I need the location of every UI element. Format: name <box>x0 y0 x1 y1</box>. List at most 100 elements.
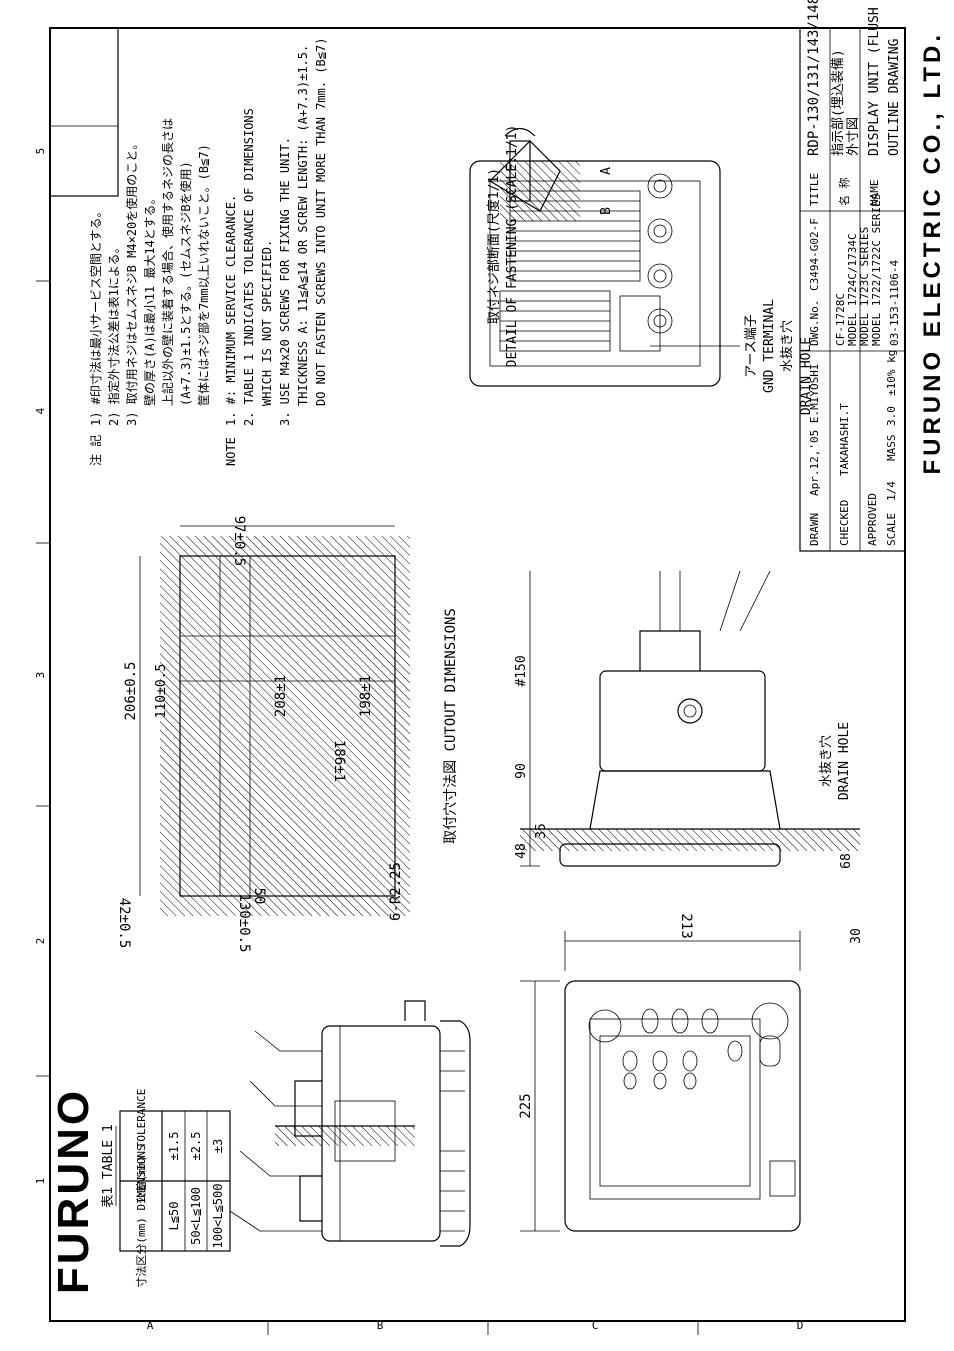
rear-view: アース端子 GND TERMINAL 水抜き穴 DRAIN HOLE <box>469 160 814 415</box>
name-label: NAME <box>868 180 881 207</box>
note-jp-line: (A+7.3)±1.5とする。(セムスネジBを使用) <box>178 161 193 406</box>
dim-110: 110±0.5 <box>154 664 169 719</box>
notes: 注 記 1) #印寸法は最小サービス空間とする。 2) 指定外寸法公差は表1によ… <box>88 38 328 466</box>
dim-198: 198±1 <box>358 675 374 717</box>
rear-drain-jp: 水抜き穴 <box>779 320 795 372</box>
fastening-label-b: B <box>599 207 614 215</box>
name-en-line2: OUTLINE DRAWING <box>887 38 902 156</box>
notes-jp-label: 注 記 <box>88 435 103 466</box>
cutout-caption: 取付穴寸法図 CUTOUT DIMENSIONS <box>443 608 459 844</box>
scale-label: SCALE <box>885 513 898 546</box>
notes-en-label: NOTE <box>224 437 238 466</box>
zone-col-4: 4 <box>34 407 47 414</box>
furuno-logo: FURUNO <box>49 1088 98 1294</box>
mass-unit: ±10% kg <box>885 350 898 396</box>
note-en-line: WHICH IS NOT SPECIFIED. <box>260 240 274 406</box>
fastening-detail: A B 取付ネジ部断面(尺度1/1) DETAIL OF FASTENING (… <box>486 125 614 368</box>
side-dim-90: 90 <box>514 763 529 779</box>
fastening-caption-en: DETAIL OF FASTENING (SCALE:1/1) <box>505 125 520 368</box>
zone-row-b: B <box>377 1319 384 1332</box>
cutout-view: 206±0.5 110±0.5 208±1 198±1 186±1 97±0.5… <box>116 516 459 953</box>
note-jp-line: 上記以外の壁に装着する場合、使用するネジの長さは <box>160 118 175 406</box>
side-drain-jp: 水抜き穴 <box>818 735 834 787</box>
dim-radius: 6-R2.25 <box>388 862 404 921</box>
zone-col-2: 2 <box>34 938 47 945</box>
zone-col-1: 1 <box>34 1178 47 1185</box>
title-block: DRAWN Apr.12,'05 E.MIYOSHI CHECKED TAKAH… <box>799 0 946 552</box>
name-jp-line1: 指示部(埋込装備) <box>830 49 846 156</box>
zone-col-5: 5 <box>34 148 47 155</box>
fastening-caption-jp: 取付ネジ部断面(尺度1/1) <box>486 168 502 324</box>
title-label: TITLE <box>808 173 821 206</box>
note-jp-line: 3) 取付用ネジはセムスネジB M4×20を使用のこと。 <box>124 138 139 426</box>
name-en-line1: DISPLAY UNIT (FLUSH MOUNT) <box>867 0 882 156</box>
side-dim-30: 30 <box>849 928 864 944</box>
dim-206: 206±0.5 <box>123 661 139 720</box>
dim-42: 42±0.5 <box>116 898 132 949</box>
mass-value: 3.0 <box>885 406 898 426</box>
side-dim-48: 48 <box>514 843 529 859</box>
table1-cell: 50<L≦100 <box>189 1187 203 1245</box>
table1-cell: 100<L≦500 <box>211 1183 225 1248</box>
model-line: MODEL 1723C SERIES <box>858 227 871 346</box>
model-line: MODEL 1724C/1734C <box>846 233 859 346</box>
note-jp-line: 1) #印寸法は最小サービス空間とする。 <box>89 205 103 426</box>
drawn-label: DRAWN <box>808 513 821 546</box>
zone-row-d: D <box>797 1319 804 1332</box>
side-drain-en: DRAIN HOLE <box>837 722 852 800</box>
zone-col-3: 3 <box>34 672 47 679</box>
name-jp-line2: 外寸図 <box>846 117 861 156</box>
name-jp-label: 名 称 <box>837 177 851 206</box>
front-view: 225 213 <box>518 913 801 1232</box>
checked-label: CHECKED <box>838 500 851 546</box>
sheet-frame <box>36 27 906 1335</box>
model-line: CF-1728C <box>834 293 847 346</box>
dim-186: 186±1 <box>331 740 347 782</box>
rear-gnd-jp: アース端子 <box>744 314 759 378</box>
ref-number: 03-153-1106-4 <box>888 260 901 346</box>
approved-label: APPROVED <box>866 493 879 546</box>
front-height-dim: 213 <box>678 913 694 938</box>
note-en-line: 1. #: MINIMUM SERVICE CLEARANCE. <box>224 195 238 426</box>
table1-cell: ±2.5 <box>189 1132 203 1161</box>
note-jp-line: 2) 指定外寸法公差は表1による。 <box>106 241 121 426</box>
side-dim-68: 68 <box>839 853 854 869</box>
side-dim-150: #150 <box>514 655 529 686</box>
scale-value: 1/4 <box>885 481 898 501</box>
dwg-label: DWG.No. <box>808 300 821 346</box>
dwg-value: C3494-G02-F <box>808 218 821 291</box>
table1-cell: ±3 <box>211 1139 225 1153</box>
rear-gnd-en: GND TERMINAL <box>762 299 777 393</box>
fastening-label-a: A <box>599 167 614 175</box>
note-en-line: THICKNESS A: 11≦A≦14 OR SCREW LENGTH: (A… <box>296 45 310 406</box>
table1-header-dimensions: 寸法区分(mm) DIMENSIONS <box>134 1144 148 1287</box>
zone-labels: 1 2 3 4 5 A B C D <box>34 148 803 1332</box>
front-width-dim: 225 <box>518 1093 534 1118</box>
company-name: FURUNO ELECTRIC CO., LTD. <box>919 31 946 475</box>
table1-cell: L≦50 <box>167 1202 181 1231</box>
table1-header-tolerance: 公差(mm) TOLERANCE <box>134 1089 148 1204</box>
dim-50: 50 <box>251 888 267 905</box>
note-jp-line: 壁の厚さ(A)は最小11 最大14とする。 <box>142 193 157 406</box>
rear-drain-en: DRAIN HOLE <box>799 337 814 415</box>
revision-box <box>49 27 119 197</box>
dim-97: 97±0.5 <box>231 516 247 567</box>
table1-cell: ±1.5 <box>167 1132 181 1161</box>
zone-row-a: A <box>147 1319 154 1332</box>
dim-208: 208±1 <box>273 675 289 717</box>
note-en-line: DO NOT FASTEN SCREWS INTO UNIT MORE THAN… <box>314 38 328 406</box>
model-line: MODEL 1722/1722C SERIES <box>870 194 883 346</box>
side-dim-35: 35 <box>534 823 549 839</box>
dim-130: 130±0.5 <box>236 893 252 952</box>
mass-label: MASS <box>885 435 898 462</box>
tolerance-table: 表1 TABLE 1 寸法区分(mm) DIMENSIONS 公差(mm) TO… <box>101 1089 231 1288</box>
note-en-line: 3. USE M4x20 SCREWS FOR FIXING THE UNIT. <box>278 137 292 426</box>
zone-row-c: C <box>592 1319 599 1332</box>
table1-title: 表1 TABLE 1 <box>101 1124 116 1207</box>
drawn-value: Apr.12,'05 E.MIYOSHI <box>808 364 821 496</box>
note-en-line: 2. TABLE 1 INDICATES TOLERANCE OF DIMENS… <box>242 108 256 426</box>
side-view: 48 35 90 #150 68 30 水抜き穴 DRAIN HOLE <box>514 570 864 944</box>
title-value: RDP-130/131/143/148 <box>806 0 822 156</box>
